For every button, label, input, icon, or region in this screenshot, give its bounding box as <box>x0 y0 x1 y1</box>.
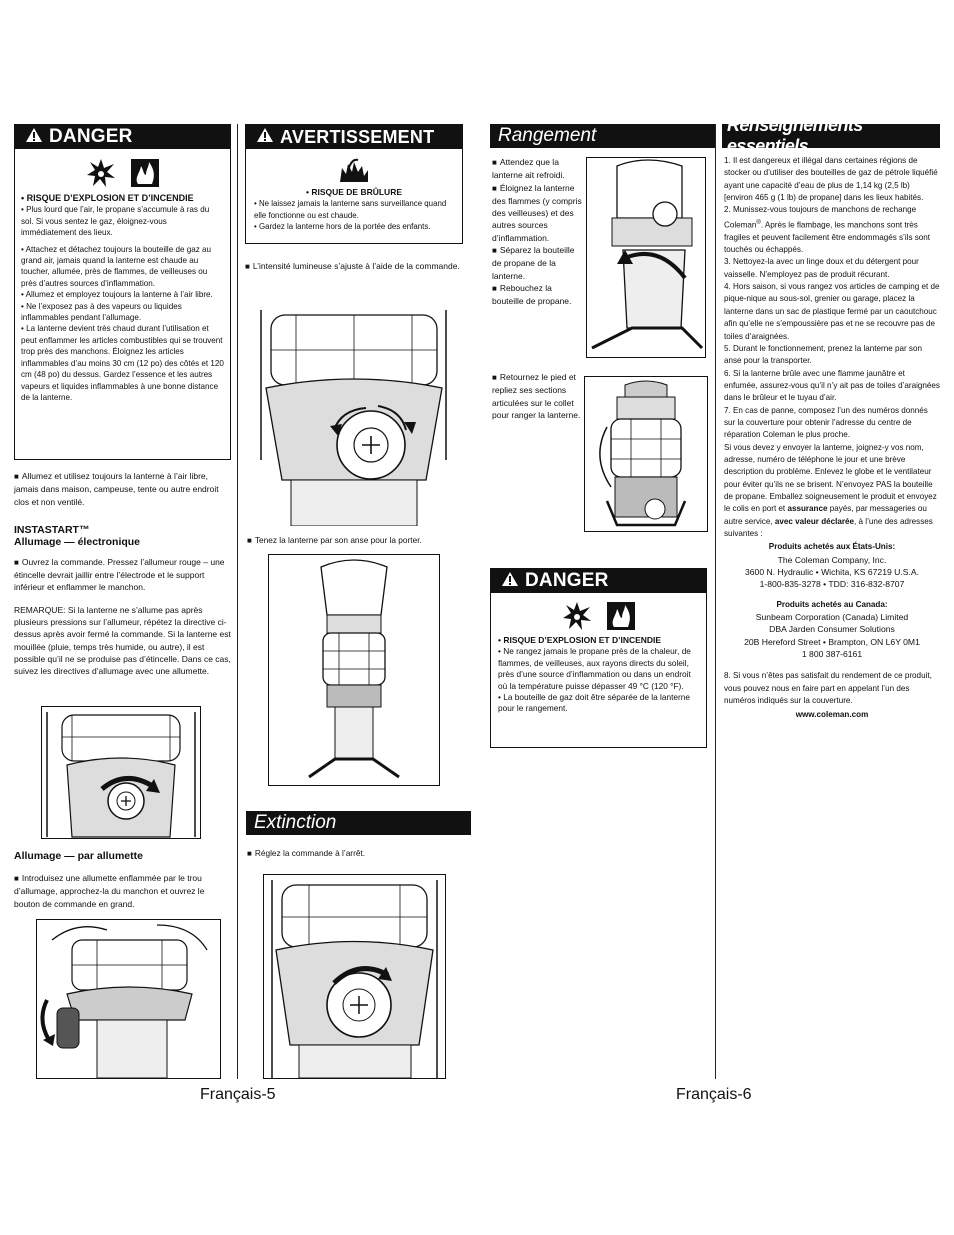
info-item: 2. Munissez-vous toujours de manchons de… <box>724 204 940 256</box>
rangement-step: Attendez que la lanterne ait refroidi. <box>492 156 582 182</box>
info-item-text: , à l’une des adresses suivantes : <box>724 516 933 538</box>
address-line: Sunbeam Corporation (Canada) Limited <box>755 612 909 623</box>
info-item: Si vous devez y envoyer la lanterne, joi… <box>724 442 940 541</box>
warning-header: AVERTISSEMENT <box>246 125 462 149</box>
column-divider <box>715 124 716 1079</box>
hazard-icons <box>491 597 706 635</box>
address-line: 1 800 387-6161 <box>801 649 863 660</box>
info-item: 3. Nettoyez-la avec un linge doux et du … <box>724 257 919 279</box>
rangement-step: Éloignez la lanterne des flammes (y comp… <box>492 182 582 244</box>
us-address: Produits achetés aux États-Unis: The Col… <box>724 541 940 590</box>
info-item: 5. Durant le fonctionnement, prenez la l… <box>724 343 922 366</box>
warning-risk: • RISQUE DE BRÛLURE <box>305 187 402 197</box>
electronic-text: Ouvrez la commande. Pressez l’allumeur r… <box>14 556 231 594</box>
warning-item: • Gardez la lanterne hors de la portée d… <box>254 222 431 232</box>
column-2: AVERTISSEMENT • RISQUE DE BRÛLURE • Ne l… <box>245 124 463 273</box>
danger-title: DANGER <box>49 126 133 147</box>
info-item: 8. Si vous n’êtes pas satisfait du rende… <box>724 671 932 706</box>
extinction-header: Extinction <box>246 811 471 835</box>
danger-risk: • RISQUE D’EXPLOSION ET D’INCENDIE <box>21 193 194 203</box>
renseignements-header: Renseignements essentiels <box>722 115 940 156</box>
page-number-right: Français-6 <box>676 1086 752 1103</box>
warning-item: • Ne laissez jamais la lanterne sans sur… <box>254 199 447 220</box>
warning-box: AVERTISSEMENT • RISQUE DE BRÛLURE • Ne l… <box>245 124 463 244</box>
danger-item: • Ne l’exposez pas à des vapeurs ou liqu… <box>21 301 182 323</box>
danger-title: DANGER <box>525 570 609 591</box>
danger-header: DANGER <box>15 125 230 149</box>
extinction-text: Réglez la commande à l’arrêt. <box>247 847 463 860</box>
explosion-icon <box>562 602 591 630</box>
rangement-steps: Attendez que la lanterne ait refroidi. É… <box>492 156 582 308</box>
info-item: 7. En cas de panne, composez l’un des nu… <box>724 405 928 440</box>
intensity-note: L’intensité lumineuse s’ajuste à l’aide … <box>245 260 463 273</box>
remark-text: REMARQUE: Si la lanterne ne s’allume pas… <box>14 604 231 677</box>
intensity-control-figure <box>246 300 462 526</box>
rangement-step: Séparez la bouteille de propane de la la… <box>492 244 582 282</box>
column-divider <box>237 124 238 1079</box>
folded-lantern-figure <box>584 376 708 532</box>
detach-cylinder-figure <box>586 157 706 358</box>
canada-address: Produits achetés au Canada: Sunbeam Corp… <box>724 599 940 661</box>
rangement-header: Rangement <box>490 124 715 148</box>
rangement-step: Rebouchez la bouteille de propane. <box>492 282 582 308</box>
canada-heading: Produits achetés au Canada: <box>776 599 888 609</box>
registered-mark: ® <box>756 219 761 226</box>
warning-triangle-icon <box>501 571 519 592</box>
info-item: 4. Hors saison, si vous rangez vos artic… <box>724 282 940 341</box>
flame-icon <box>130 159 159 187</box>
extinction-title: Extinction <box>254 812 337 833</box>
address-line: 3600 N. Hydraulic • Wichita, KS 67219 U.… <box>744 567 919 578</box>
renseignements-title: Renseignements essentiels <box>727 115 863 156</box>
info-item: 6. Si la lanterne brûle avec une flamme … <box>724 368 940 403</box>
match-title: Allumage — par allumette <box>14 850 143 862</box>
warning-triangle-icon <box>25 127 43 148</box>
carry-note: Tenez la lanterne par son anse pour la p… <box>247 534 463 547</box>
column-1: DANGER • RISQUE D’EXPLOSION ET D’INCENDI… <box>14 124 231 678</box>
electronic-ignition-figure <box>41 706 201 839</box>
info-item-text: . Après le flambage, les manchons sont t… <box>724 220 931 255</box>
info-item-text: 2. Munissez-vous toujours de manchons de… <box>724 205 917 230</box>
match-lighting-figure <box>36 919 221 1079</box>
danger-item: • Ne rangez jamais le propane près de la… <box>498 646 691 691</box>
electronic-title: Allumage — électronique <box>14 535 141 548</box>
info-item-bold: avec valeur déclarée <box>774 516 855 526</box>
outdoor-note: Allumez et utilisez toujours la lanterne… <box>14 470 231 508</box>
explosion-icon <box>86 159 115 187</box>
danger-item: • Attachez et détachez toujours la boute… <box>21 244 212 288</box>
danger-item: • La bouteille de gaz doit être séparée … <box>498 692 691 714</box>
info-item-text: payés, par messageries ou autre service, <box>724 504 927 526</box>
fold-leg-note: Retournez le pied et repliez ses section… <box>492 371 582 421</box>
hazard-icons <box>15 153 230 193</box>
website-link[interactable]: www.coleman.com <box>795 710 869 720</box>
danger-risk: • RISQUE D’EXPLOSION ET D’INCENDIE <box>498 635 662 645</box>
address-line: 1-800-835-3278 • TDD: 316-832-8707 <box>759 579 905 590</box>
danger-storage-box: DANGER • RISQUE D’EXPLOSION ET D’INCENDI… <box>490 568 707 748</box>
flame-icon <box>606 602 635 630</box>
renseignements-body: 1. Il est dangereux et illégal dans cert… <box>724 155 940 722</box>
warning-title: AVERTISSEMENT <box>280 126 435 147</box>
danger-header: DANGER <box>491 569 706 593</box>
info-item: 1. Il est dangereux et illégal dans cert… <box>724 156 938 203</box>
address-line: DBA Jarden Consumer Solutions <box>769 624 895 635</box>
danger-item: • Allumez et employez toujours la lanter… <box>21 290 213 300</box>
page-number-left: Français-5 <box>200 1086 276 1103</box>
address-line: 20B Hereford Street • Brampton, ON L6Y 0… <box>744 636 920 647</box>
burn-icon <box>246 151 462 187</box>
warning-triangle-icon <box>256 127 274 148</box>
danger-item: • Plus lourd que l’air, le propane s’acc… <box>21 205 210 238</box>
danger-item: • La lanterne devient très chaud durant … <box>21 324 224 402</box>
info-item-bold: assurance <box>787 504 828 514</box>
rangement-title: Rangement <box>498 125 597 146</box>
match-text: Introduisez une allumette enflammée par … <box>14 872 231 910</box>
us-heading: Produits achetés aux États-Unis: <box>768 542 896 552</box>
carry-lantern-figure <box>268 554 440 786</box>
danger-box: DANGER • RISQUE D’EXPLOSION ET D’INCENDI… <box>14 124 231 460</box>
instastart-label: INSTASTART™ <box>14 523 90 536</box>
extinction-figure <box>263 874 446 1079</box>
info-item-text: Si vous devez y envoyer la lanterne, joi… <box>724 442 937 514</box>
address-line: The Coleman Company, Inc. <box>777 554 887 565</box>
